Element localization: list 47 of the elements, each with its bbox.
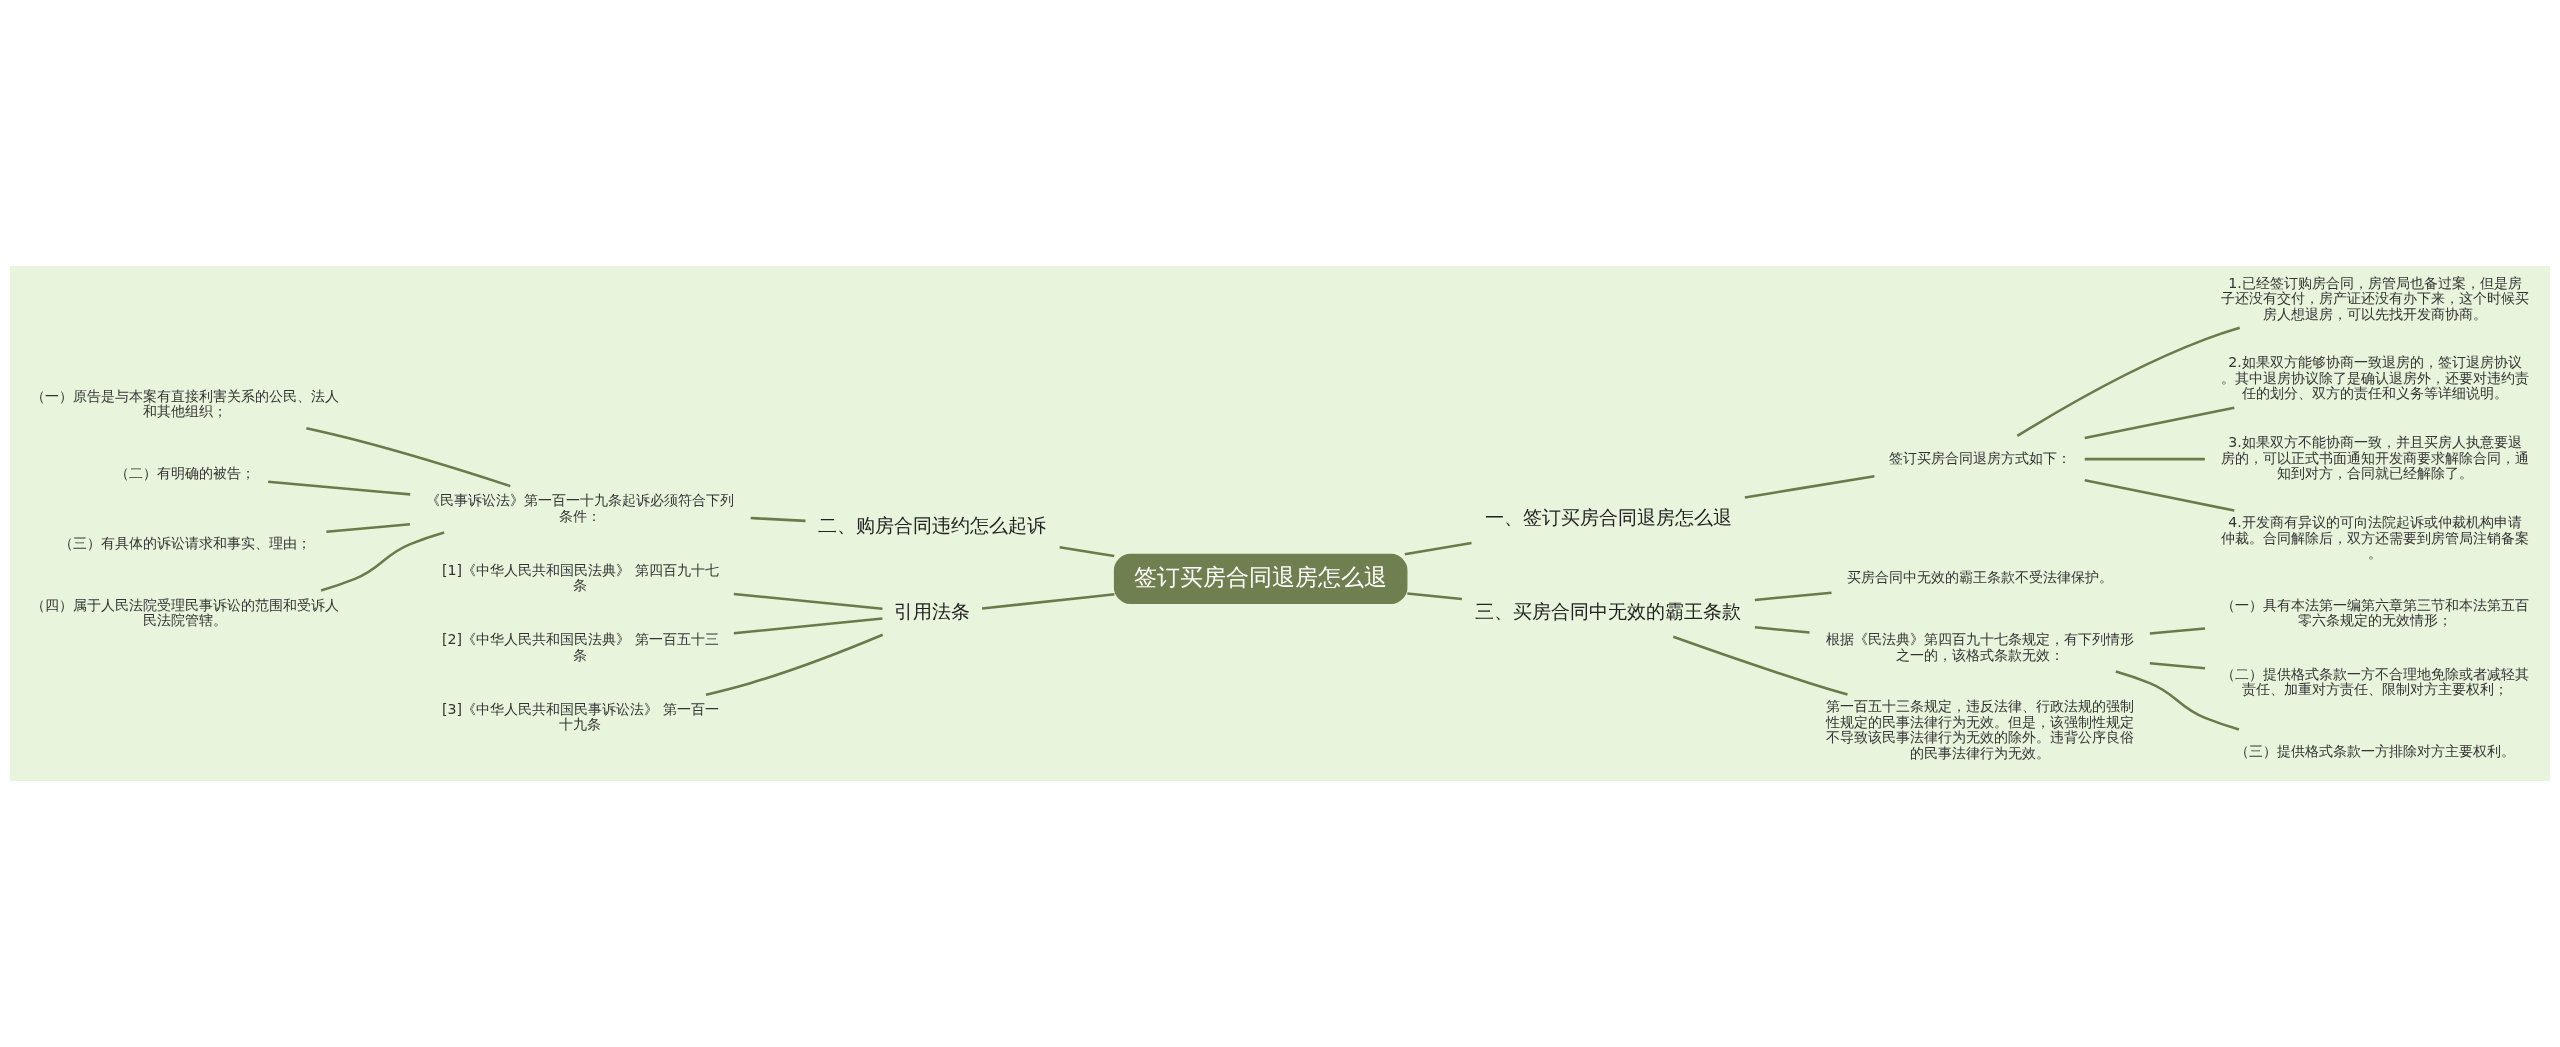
connector <box>2149 662 2206 670</box>
connector <box>1407 592 1462 601</box>
node-text: 二、购房合同违约怎么起诉 <box>818 513 1047 537</box>
node-text: （三）有具体的诉讼请求和事实、理由； <box>58 534 311 551</box>
connector <box>2016 326 2241 438</box>
node-text: （二）有明确的被告； <box>114 465 255 482</box>
connector <box>268 480 411 496</box>
node-text: 1.已经签订购房合同，房管局也备过案，但是房子还没有交付，房产证还没有办下来，这个时候买房人想退房，可以先找开发商协商。 <box>2221 274 2530 322</box>
connector <box>2084 406 2235 440</box>
connector <box>1754 591 1832 602</box>
node-text: （三）提供格式条款一方排除对方主要权利。 <box>2235 743 2516 760</box>
node-text: 三、买房合同中无效的霸王条款 <box>1475 600 1742 624</box>
connector <box>705 633 884 696</box>
node-text: （四）属于人民法院受理民事诉讼的范围和受诉人民法院管辖。 <box>30 596 339 628</box>
node-text: 《民事诉讼法》第一百一十九条起诉必须符合下列条件： <box>426 492 735 524</box>
node-text: [3]《中华人民共和国民事诉讼法》 第一百一十九条 <box>441 700 719 733</box>
connector <box>1754 626 1810 634</box>
connector <box>306 427 511 488</box>
connector <box>2084 478 2235 512</box>
node-text: [2]《中华人民共和国民法典》 第一百五十三条 <box>441 631 719 663</box>
node-box: 签订买房合同退房怎么退 <box>1113 553 1408 604</box>
node-text: 买房合同中无效的霸王条款不受法律保护。 <box>1846 569 2113 586</box>
connector <box>2115 670 2240 731</box>
node-text: 3.如果双方不能协商一致，并且买房人执意要退房的，可以正式书面通知开发商要求解除合同，通知到对方，合同就已经解除了。 <box>2221 434 2530 482</box>
connector <box>2149 627 2206 635</box>
node-text: 引用法条 <box>894 600 971 624</box>
connector <box>326 523 411 533</box>
node-text: 2.如果双方能够协商一致退房的，签订退房协议。其中退房协议除了是确认退房外，还要对违约责任的划分、双方的责任和义务等详细说明。 <box>2221 354 2530 402</box>
node-text: 根据《民法典》第四百九十七条规定，有下列情形之一的，该格式条款无效： <box>1825 631 2134 663</box>
connector <box>320 531 445 592</box>
node-text: （二）提供格式条款一方不合理地免除或者减轻其责任、加重对方责任、限制对方主要权利； <box>2221 666 2530 698</box>
node-text: 第一百五十三条规定，违反法律、行政法规的强制性规定的民事法律行为无效。但是，该强制性规定不导致该民事法律行为无效的除外。违背公序良俗的民事法律行为无效。 <box>1825 698 2134 761</box>
node-text: [1]《中华人民共和国民法典》 第四百九十七条 <box>441 561 719 594</box>
connector <box>1059 546 1115 558</box>
node-text: （一）具有本法第一编第六章第三节和本法第五百零六条规定的无效情形； <box>2221 596 2530 628</box>
connector <box>750 516 806 523</box>
node-text: （一）原告是与本案有直接利害关系的公民、法人和其他组织； <box>30 387 339 420</box>
connector <box>1404 541 1472 556</box>
connector <box>2084 457 2205 461</box>
connector <box>1744 474 1875 499</box>
node-text: 签订买房合同退房方式如下： <box>1888 449 2071 466</box>
connector <box>1672 635 1848 696</box>
connector <box>733 592 883 611</box>
connector <box>733 617 883 635</box>
node-text: 一、签订买房合同退房怎么退 <box>1484 506 1732 530</box>
node-text: 4.开发商有异议的可向法院起诉或仲裁机构申请仲裁。合同解除后，双方还需要到房管局注销备案。 <box>2221 514 2530 562</box>
connector <box>981 593 1115 610</box>
